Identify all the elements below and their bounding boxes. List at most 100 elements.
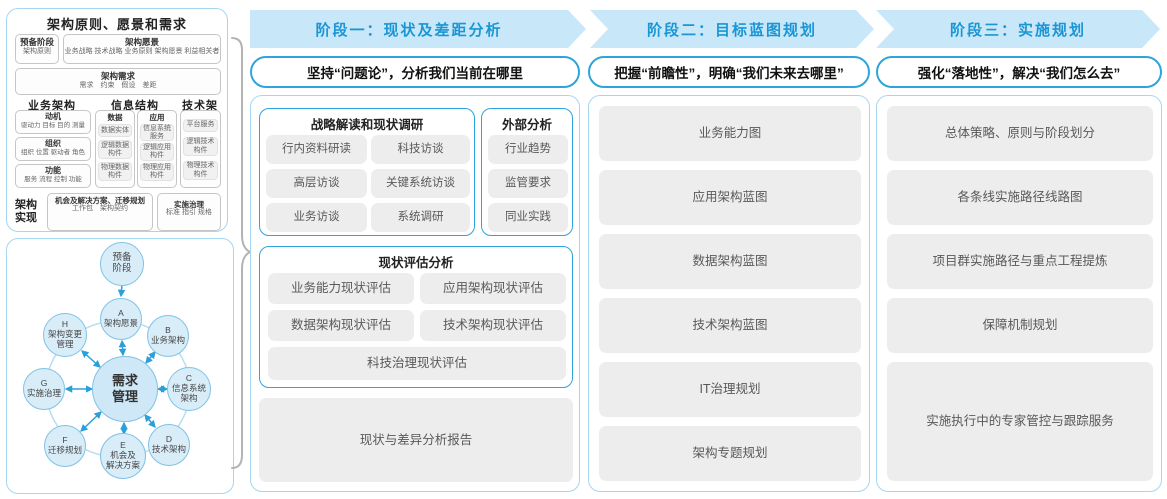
- phase3-subtitle: 强化“落地性”，解决“我们怎么去”: [876, 56, 1162, 88]
- architecture-requirements-box: 架构需求 需求 约束 假设 差距: [15, 68, 221, 95]
- node-d-letter: D: [165, 434, 173, 445]
- logical-tech-item: 逻辑技术构件: [183, 137, 218, 156]
- organization-title: 组织: [45, 139, 61, 148]
- architecture-vision-title: 架构愿景: [124, 37, 159, 47]
- phase3-header-band: 阶段三：实施规划: [876, 10, 1160, 48]
- assessment-title: 现状评估分析: [378, 256, 454, 270]
- node-a-name: 架构愿景: [103, 318, 138, 328]
- node-a-letter: A: [118, 308, 124, 319]
- node-e-letter: E: [120, 440, 126, 451]
- info-system-service-item: 信息系统服务: [140, 124, 174, 142]
- research-item: 科技访谈: [371, 135, 470, 164]
- architecture-vision-box: 架构愿景 业务战略 技术战略 业务原则 架构愿景 利益相关者: [63, 34, 221, 64]
- business-architecture-header: 业务架构: [28, 100, 76, 112]
- implementation-item: 总体策略、原则与阶段划分: [887, 106, 1153, 161]
- organization-sub: 组织 位置 驱动者 角色: [21, 149, 85, 156]
- node-f-name: 迁移规划: [47, 445, 82, 455]
- implementation-item: 保障机制规划: [887, 298, 1153, 353]
- blueprint-item: 应用架构蓝图: [599, 170, 861, 225]
- motivation-sub: 驱动力 目标 目的 测量: [21, 122, 85, 129]
- blueprint-item: 技术架构蓝图: [599, 298, 861, 353]
- external-item: 行业趋势: [488, 135, 568, 164]
- phase2-subtitle: 把握“前瞻性”，明确“我们未来去哪里”: [588, 56, 870, 88]
- research-item: 系统调研: [371, 203, 470, 232]
- node-d-name: 技术架构: [151, 444, 186, 454]
- data-column-box: 数据 数据实体 逻辑数据构件 物理数据构件: [95, 110, 135, 188]
- node-c-name: 信息系统 架构: [171, 383, 206, 403]
- physical-tech-item: 物理技术构件: [183, 161, 218, 180]
- external-item: 监管要求: [488, 169, 568, 198]
- gap-analysis-report-box: 现状与差异分析报告: [259, 398, 573, 482]
- data-entity-item: 数据实体: [98, 124, 132, 138]
- function-title: 功能: [45, 166, 61, 175]
- architecture-framework-panel: 架构原则、愿景和需求 预备阶段 架构原则 架构愿景 业务战略 技术战略 业务原则…: [6, 8, 228, 232]
- assessment-item: 技术架构现状评估: [420, 310, 566, 341]
- logical-data-item: 逻辑数据构件: [98, 140, 132, 160]
- assessment-group: 现状评估分析 业务能力现状评估 应用架构现状评估 数据架构现状评估 技术架构现状…: [259, 246, 573, 388]
- research-item: 关键系统访谈: [371, 169, 470, 198]
- node-b-name: 业务架构: [150, 335, 185, 345]
- technology-column-box: 平台服务 逻辑技术构件 物理技术构件: [180, 110, 221, 188]
- motivation-title: 动机: [45, 112, 61, 121]
- architecture-requirements-sub: 需求 约束 假设 差距: [79, 81, 157, 89]
- assessment-item-wide: 科技治理现状评估: [268, 347, 566, 380]
- assessment-item: 应用架构现状评估: [420, 273, 566, 304]
- node-e-name: 机会及 解决方案: [105, 450, 140, 470]
- phase1-header-band: 阶段一：现状及差距分析: [250, 10, 586, 48]
- information-structure-header: 信息结构: [111, 100, 159, 112]
- blueprint-item: IT治理规划: [599, 362, 861, 417]
- function-sub: 服务 流程 控制 功能: [24, 176, 82, 183]
- phase2-content-panel: 业务能力图 应用架构蓝图 数据架构蓝图 技术架构蓝图 IT治理规划 架构专题规划: [588, 95, 870, 492]
- assessment-item: 数据架构现状评估: [268, 310, 414, 341]
- prep-phase-title: 预备阶段: [19, 37, 54, 47]
- organization-box: 组织 组织 位置 驱动者 角色: [15, 137, 91, 161]
- research-item: 业务访谈: [266, 203, 367, 232]
- implementation-governance-title: 实施治理: [174, 200, 204, 209]
- node-b-letter: B: [165, 325, 171, 336]
- implementation-governance-box: 实施治理 标准 指引 规格: [157, 193, 221, 231]
- node-g-letter: G: [40, 378, 48, 389]
- strategy-research-title: 战略解读和现状调研: [310, 118, 424, 132]
- prep-phase-sub: 架构原则: [23, 47, 51, 55]
- framework-panel-title: 架构原则、愿景和需求: [46, 17, 187, 32]
- opportunities-migration-title: 机会及解决方案、迁移规划: [55, 196, 145, 205]
- blueprint-item: 架构专题规划: [599, 426, 861, 481]
- assessment-item: 业务能力现状评估: [268, 273, 414, 304]
- function-box: 功能 服务 流程 控制 功能: [15, 164, 91, 188]
- research-item: 高层访谈: [266, 169, 367, 198]
- logical-app-item: 逻辑应用构件: [140, 143, 174, 162]
- node-requirements-management: 需求 管理: [92, 356, 158, 422]
- node-g-name: 实施治理: [26, 388, 61, 398]
- opportunities-migration-sub: 工作包 架构契约: [72, 205, 128, 212]
- external-analysis-group: 外部分析 行业趋势 监管要求 同业实践: [481, 108, 573, 236]
- phase1-subtitle: 坚持“问题论”，分析我们当前在哪里: [250, 56, 580, 88]
- application-column-box: 应用 信息系统服务 逻辑应用构件 物理应用构件: [137, 110, 177, 188]
- node-c-letter: C: [185, 373, 193, 384]
- implementation-item: 各条线实施路径线路图: [887, 170, 1153, 225]
- implementation-item-tall: 实施执行中的专家管控与跟踪服务: [887, 362, 1153, 481]
- external-item: 同业实践: [488, 203, 568, 232]
- external-analysis-title: 外部分析: [501, 118, 552, 132]
- phase1-content-panel: 战略解读和现状调研 行内资料研读 科技访谈 高层访谈 关键系统访谈 业务访谈 系…: [250, 95, 580, 492]
- motivation-box: 动机 驱动力 目标 目的 测量: [15, 110, 91, 134]
- platform-service-item: 平台服务: [183, 119, 218, 132]
- physical-data-item: 物理数据构件: [98, 162, 132, 182]
- implementation-item: 项目群实施路径与重点工程提炼: [887, 234, 1153, 289]
- strategy-research-group: 战略解读和现状调研 行内资料研读 科技访谈 高层访谈 关键系统访谈 业务访谈 系…: [259, 108, 475, 236]
- node-preliminary-phase: 预备 阶段: [100, 242, 144, 286]
- node-h-name: 架构变更 管理: [47, 329, 82, 349]
- architecture-vision-sub: 业务战略 技术战略 业务原则 架构愿景 利益相关者: [64, 47, 220, 55]
- implementation-governance-sub: 标准 指引 规格: [166, 209, 212, 217]
- architecture-requirements-title: 架构需求: [100, 71, 135, 81]
- phase2-header-band: 阶段二：目标蓝图规划: [590, 10, 874, 48]
- prep-phase-box: 预备阶段 架构原则: [15, 34, 59, 64]
- blueprint-item: 数据架构蓝图: [599, 234, 861, 289]
